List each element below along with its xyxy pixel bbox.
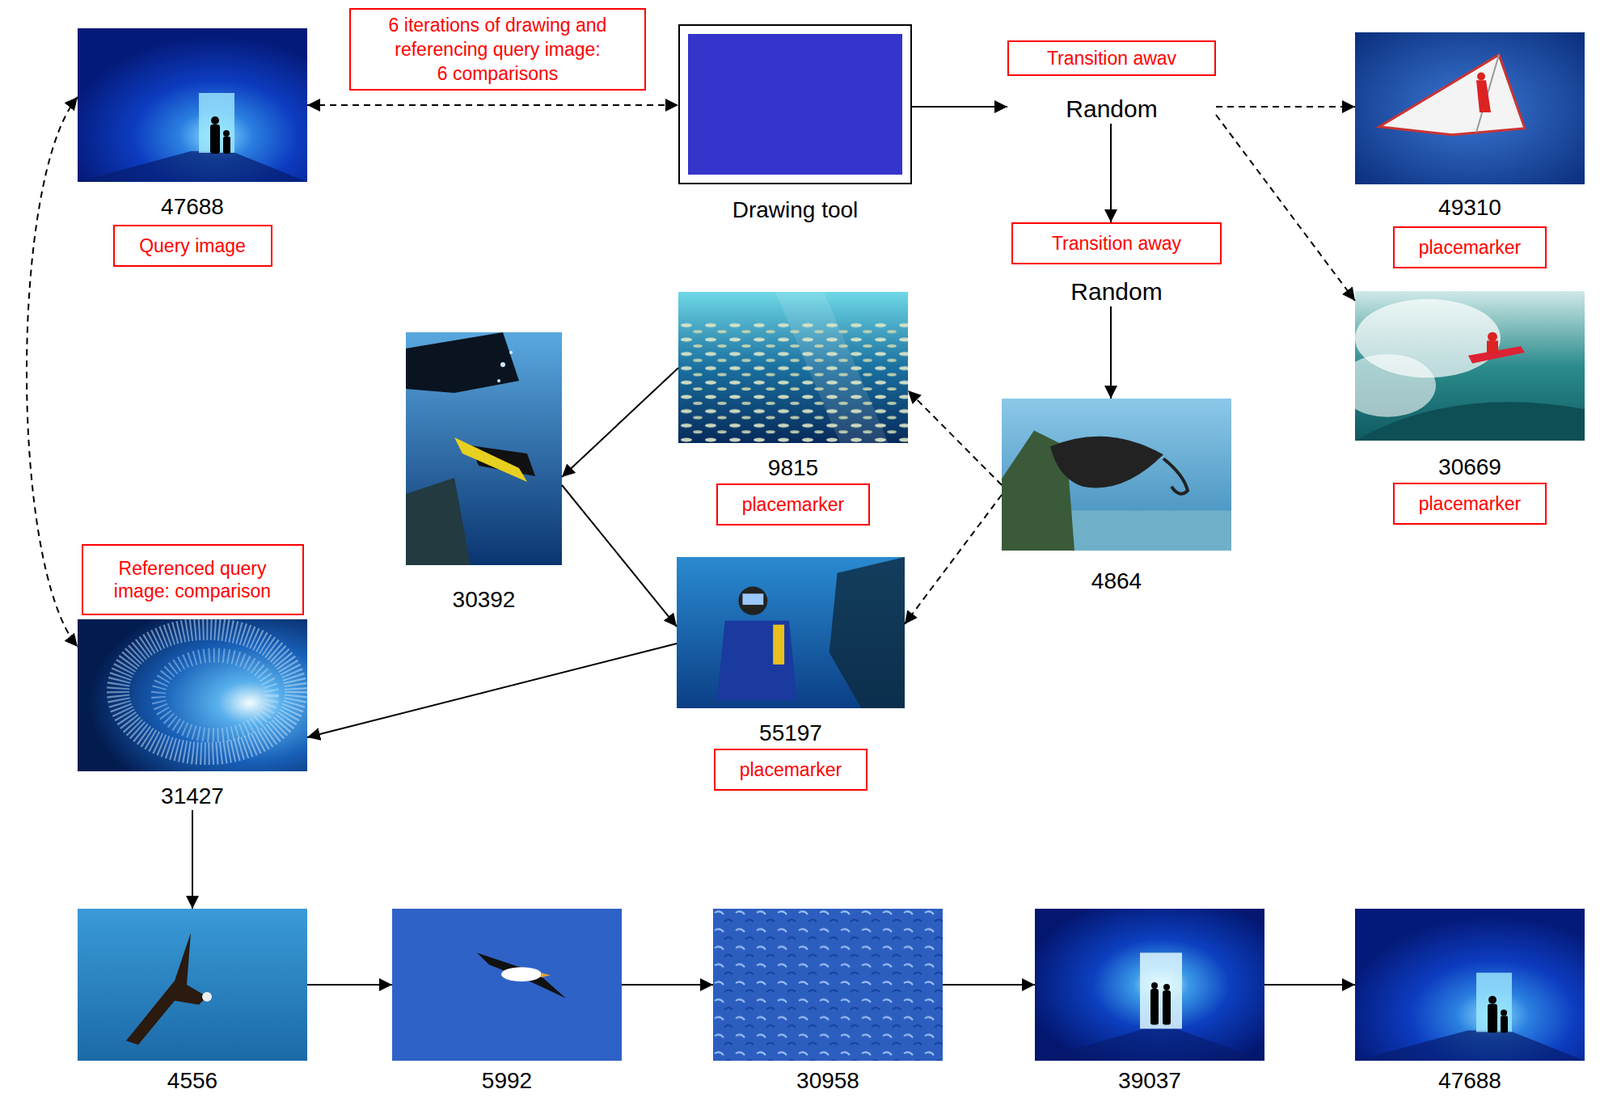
flow-arrow <box>1215 105 1356 108</box>
image-frame <box>77 619 308 772</box>
tunnel-photo <box>1034 908 1265 1061</box>
edge-label-box: 6 iterations of drawing and referencing … <box>349 8 646 91</box>
image-number: 30392 <box>452 586 516 614</box>
image-node: 39037 <box>1034 908 1265 1095</box>
image-node: Referenced query image: comparison 31427 <box>77 544 308 811</box>
image-number: 55197 <box>759 719 823 748</box>
red-label-box: Transition away <box>1011 222 1222 265</box>
image-number: 4556 <box>167 1067 218 1095</box>
flow-arrow <box>561 485 677 627</box>
flow-arrow <box>904 494 1002 625</box>
flow-arrow <box>942 983 1035 986</box>
red-label-box: Query image <box>113 224 273 267</box>
image-node: 30392 <box>405 332 562 614</box>
flow-arrow <box>307 643 677 738</box>
image-node: 47688Query image <box>77 28 308 267</box>
diver-photo <box>405 332 562 566</box>
image-frame <box>678 24 912 185</box>
image-frame <box>1355 291 1585 441</box>
flow-arrow <box>307 104 679 106</box>
fish-school-photo <box>678 291 908 444</box>
image-frame <box>1001 398 1232 551</box>
flow-arrow <box>621 983 714 986</box>
image-frame <box>1034 908 1265 1061</box>
image-node: 5992 <box>392 908 622 1095</box>
flow-arrow <box>1215 114 1356 301</box>
image-number: 47688 <box>1438 1067 1502 1095</box>
image-number: 30958 <box>796 1067 860 1095</box>
drawing-tool-canvas <box>679 25 912 184</box>
image-frame <box>1355 908 1585 1061</box>
tunnel-photo <box>1355 908 1585 1061</box>
stingray-photo <box>1001 398 1232 551</box>
image-node: 30958 <box>713 908 943 1095</box>
hang-glider-photo <box>1355 32 1585 185</box>
flow-arrow <box>1110 306 1112 399</box>
image-node: 30669placemarker <box>1355 291 1585 525</box>
image-frame <box>405 332 562 566</box>
flow-arrow <box>26 97 78 647</box>
image-node: 47688 <box>1355 908 1585 1095</box>
image-frame <box>713 908 943 1061</box>
flow-arrow <box>307 983 393 986</box>
red-label-box: Transition awav <box>1007 40 1216 76</box>
flow-arrow <box>1264 983 1356 986</box>
image-frame <box>77 28 308 182</box>
image-frame <box>676 557 905 709</box>
image-node: Transition awayRandom <box>1011 222 1222 307</box>
image-number: 39037 <box>1118 1067 1182 1095</box>
red-label-box: placemarker <box>1393 226 1547 269</box>
image-number: 9815 <box>768 454 819 482</box>
image-node: Drawing tool <box>678 24 912 224</box>
image-number: 4864 <box>1091 567 1142 596</box>
image-node: 4556 <box>77 908 308 1095</box>
image-frame <box>1355 32 1585 185</box>
image-number: 30669 <box>1438 453 1502 482</box>
image-node: 55197placemarker <box>676 557 905 791</box>
diver-photo <box>676 557 905 709</box>
texture-photo <box>713 908 943 1061</box>
image-number: 47688 <box>160 193 224 221</box>
eagle-photo <box>77 908 308 1061</box>
flow-arrow <box>911 105 1008 108</box>
image-node: Transition awavRandom <box>1007 40 1216 124</box>
image-frame <box>77 908 308 1061</box>
image-node: 4864 <box>1001 398 1232 596</box>
red-label-box: placemarker <box>1393 482 1547 525</box>
red-label-box: placemarker <box>716 483 870 526</box>
surfer-photo <box>1338 291 1585 441</box>
fish-school-photo <box>77 619 308 772</box>
image-number: 49310 <box>1438 194 1502 222</box>
red-label-box: placemarker <box>713 748 868 791</box>
image-number: Drawing tool <box>732 196 859 224</box>
red-label-box: Referenced query image: comparison <box>81 544 304 616</box>
flow-arrow <box>907 390 1002 486</box>
flow-arrow <box>191 810 194 909</box>
image-node: 9815placemarker <box>678 291 908 526</box>
step-label: Random <box>1070 277 1162 307</box>
image-frame <box>678 291 908 444</box>
tunnel-photo <box>77 28 308 182</box>
flow-arrow <box>561 367 679 478</box>
image-node: 49310 placemarker <box>1355 32 1585 269</box>
image-frame <box>392 908 622 1061</box>
image-number: 5992 <box>481 1067 532 1095</box>
image-number: 31427 <box>160 782 224 811</box>
step-label: Random <box>1065 94 1157 124</box>
albatross-photo <box>392 908 622 1061</box>
flow-arrow <box>1110 123 1112 223</box>
